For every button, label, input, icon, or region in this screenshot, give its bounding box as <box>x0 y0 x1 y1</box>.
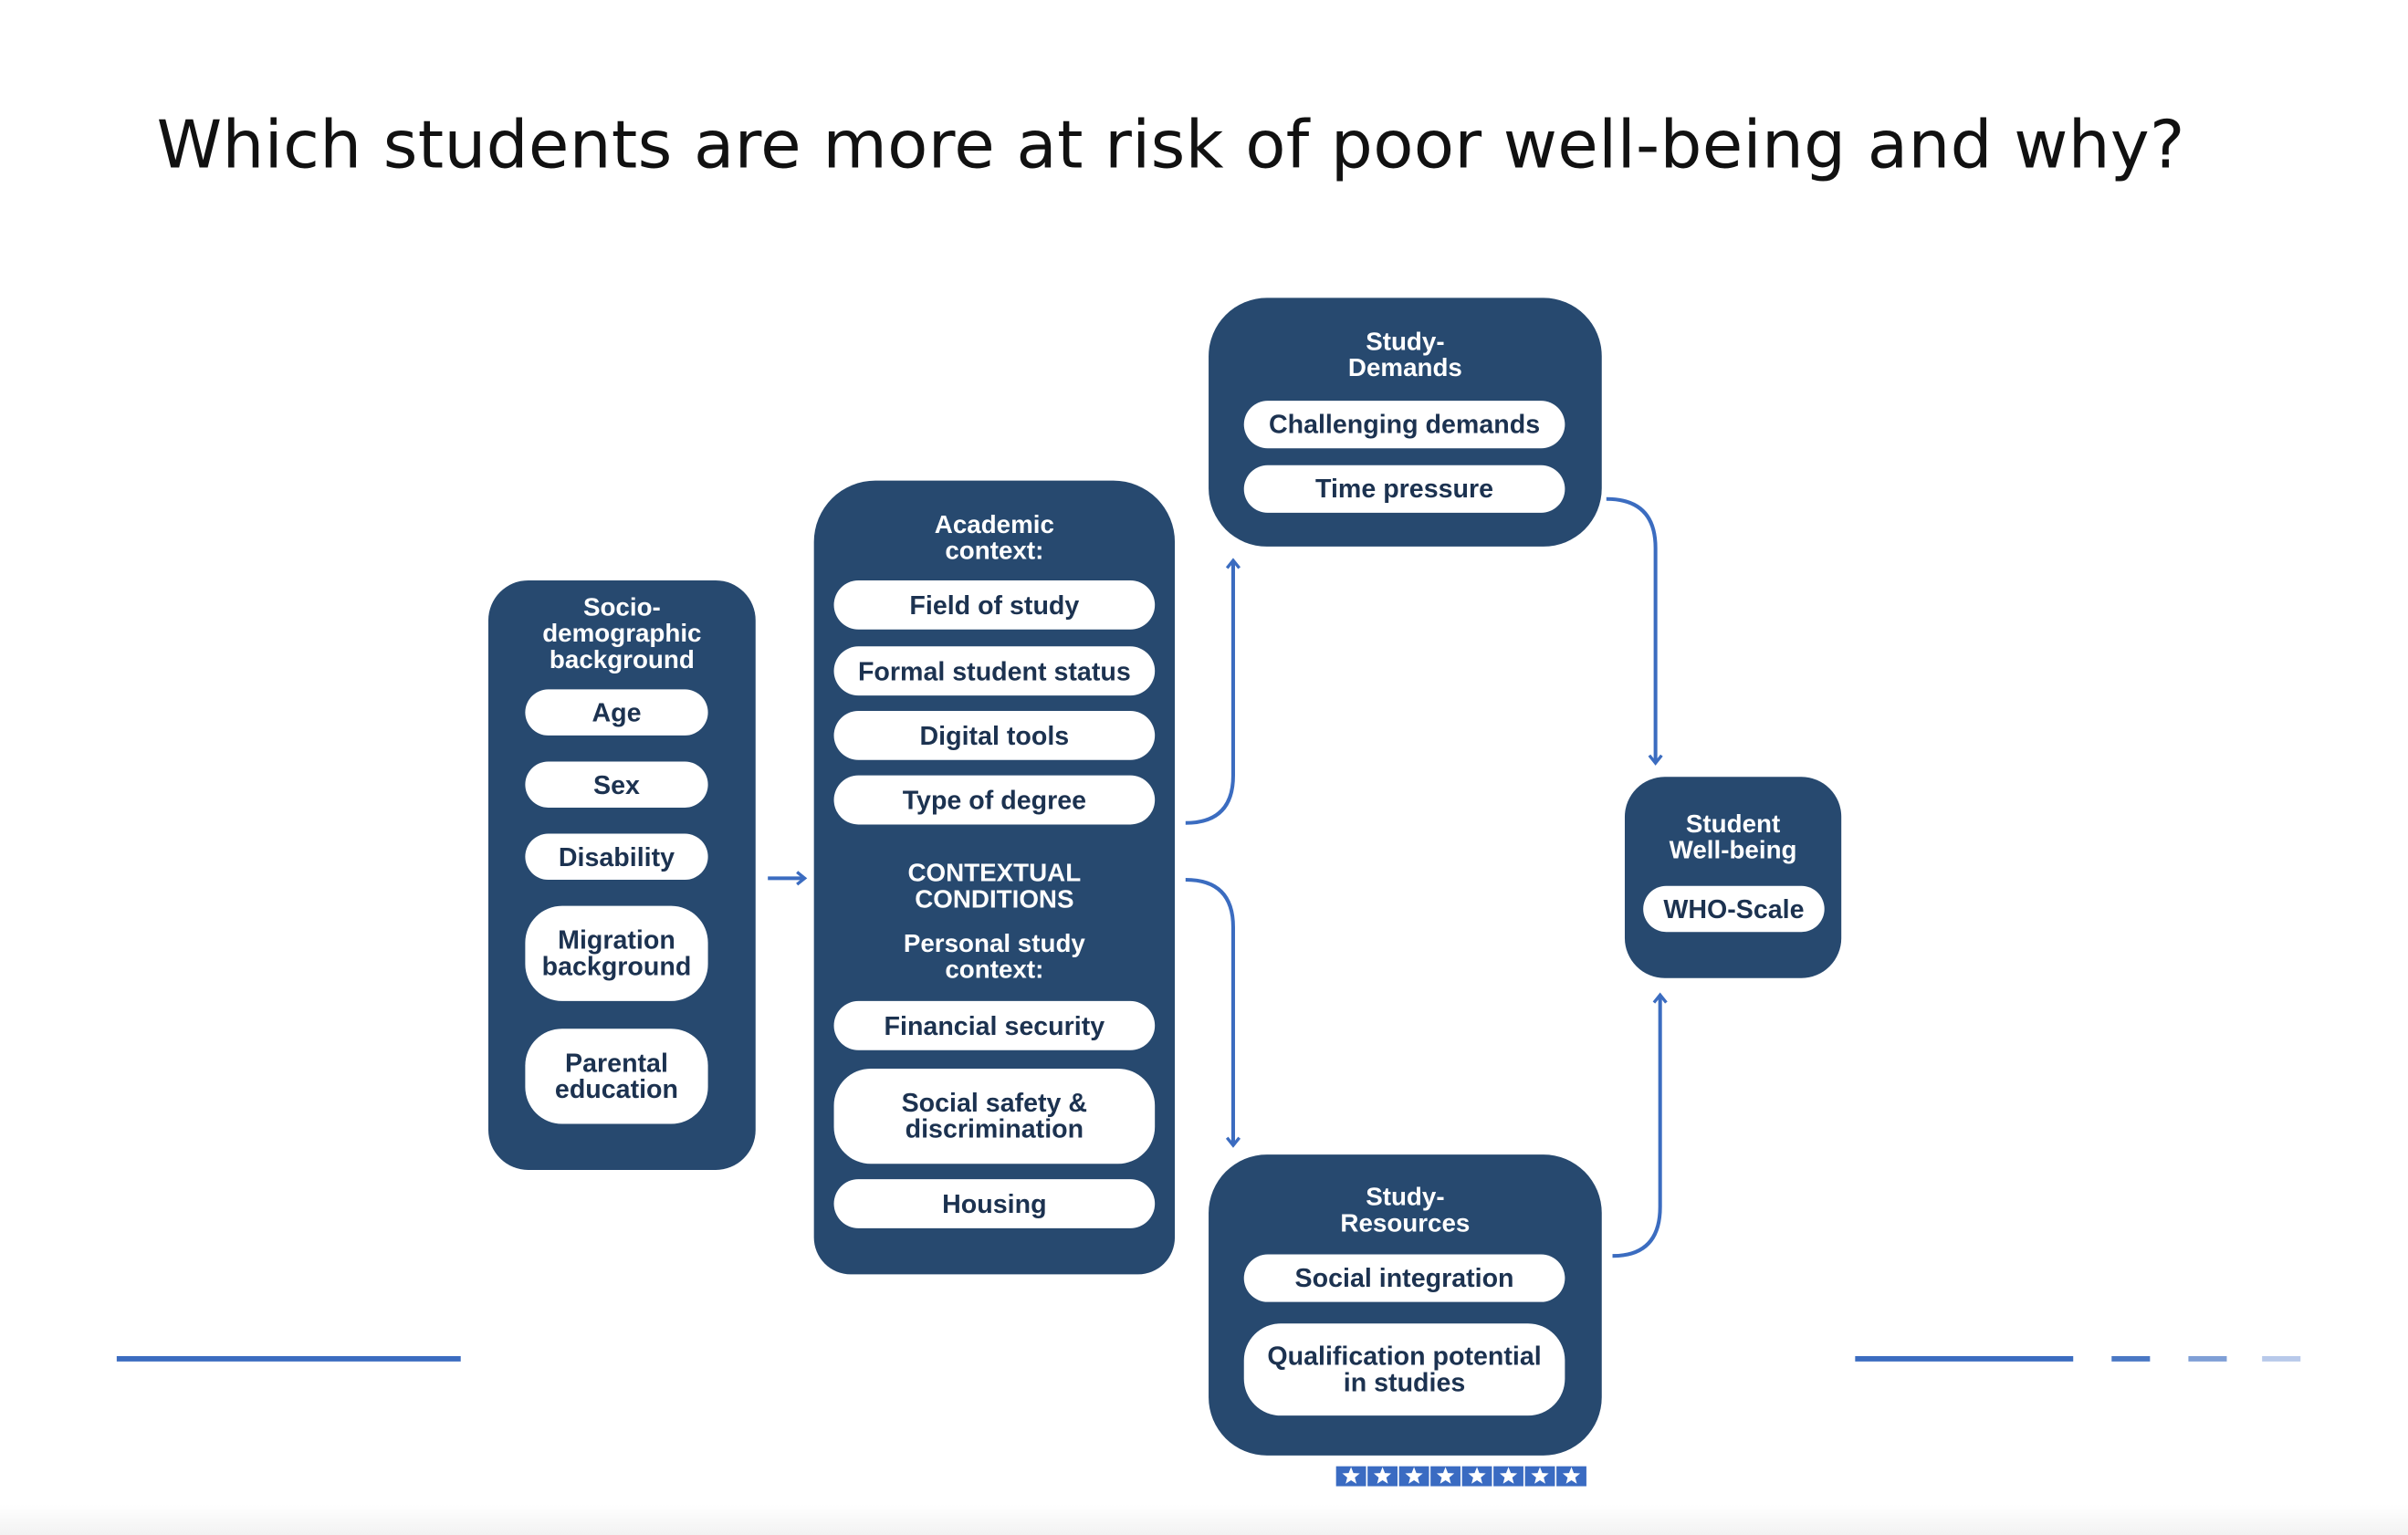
pill-disability: Disability <box>525 833 708 881</box>
personal-study-header: Personal study context: <box>903 930 1085 985</box>
pill-time-pressure: Time pressure <box>1243 465 1565 513</box>
pill-social-safety: Social safety & discrimination <box>833 1068 1156 1164</box>
bottom-bar <box>0 1504 2408 1535</box>
star-icon <box>1430 1466 1461 1487</box>
arrow-demands-to-wellbeing <box>1606 496 1663 766</box>
arrow-academic-to-demands <box>1185 558 1241 825</box>
arrow-academic-to-resources <box>1185 877 1241 1148</box>
wellbeing-header: Student Well-being <box>1669 810 1797 865</box>
pill-sex: Sex <box>525 761 708 808</box>
slide-title: Which students are more at risk of poor … <box>156 107 2185 184</box>
pill-digital-tools: Digital tools <box>833 710 1156 760</box>
pill-migration: Migration background <box>525 905 708 1001</box>
academic-header: Academic context: <box>934 511 1054 566</box>
pill-who-scale: WHO-Scale <box>1643 885 1825 933</box>
demands-header: Study- Demands <box>1347 329 1462 382</box>
pill-field-of-study: Field of study <box>833 580 1156 630</box>
star-icon <box>1461 1466 1492 1487</box>
star-icon <box>1335 1466 1366 1487</box>
pill-financial-security: Financial security <box>833 1000 1156 1050</box>
student-wellbeing-box: Student Well-being <box>1624 777 1842 978</box>
arrow-resources-to-wellbeing <box>1612 992 1668 1258</box>
socio-header: Socio- demographic background <box>542 594 702 674</box>
pill-parental: Parental education <box>525 1029 708 1124</box>
pill-housing: Housing <box>833 1179 1156 1228</box>
star-icon <box>1493 1466 1523 1487</box>
pill-qualification-potential: Qualification potential in studies <box>1243 1323 1565 1416</box>
pill-challenging-demands: Challenging demands <box>1243 401 1565 449</box>
pill-type-of-degree: Type of degree <box>833 775 1156 825</box>
star-icon <box>1556 1466 1586 1487</box>
pill-social-integration: Social integration <box>1243 1254 1565 1302</box>
star-icon <box>1367 1466 1398 1487</box>
star-icon <box>1398 1466 1429 1487</box>
resources-header: Study- Resources <box>1340 1184 1471 1238</box>
pill-age: Age <box>525 689 708 736</box>
contextual-conditions-label: CONTEXTUAL CONDITIONS <box>907 860 1082 914</box>
pill-formal-status: Formal student status <box>833 646 1156 696</box>
star-icon <box>1524 1466 1555 1487</box>
